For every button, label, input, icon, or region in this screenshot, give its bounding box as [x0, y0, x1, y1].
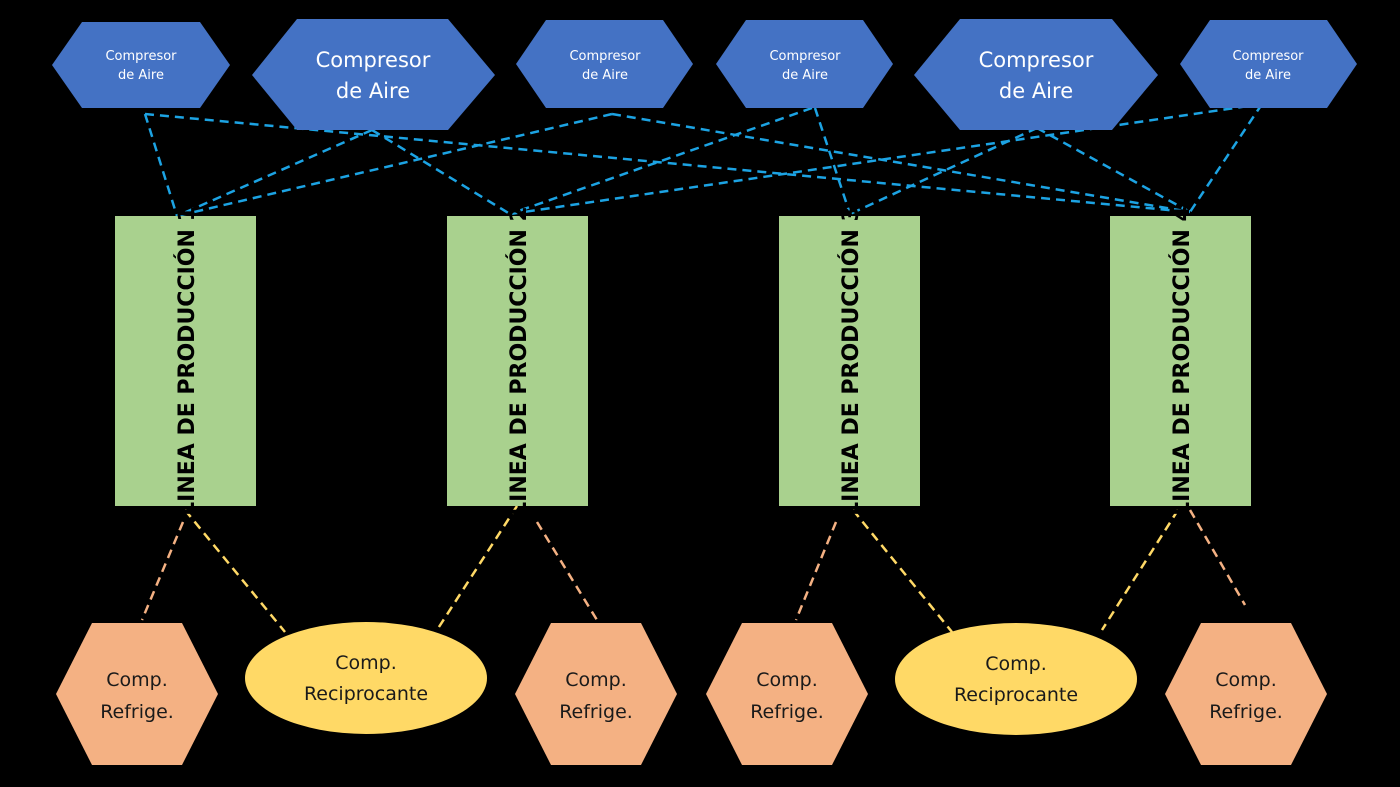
refrig-compressor: Comp. Refrige. — [706, 623, 868, 765]
air-link — [509, 102, 1263, 216]
air-link — [813, 107, 852, 215]
production-line: LINEA DE PRODUCCIÓN 4 — [1110, 206, 1251, 516]
refrig-compressor-label-line1: Comp. — [106, 669, 168, 691]
air-compressor-label-line2: de Aire — [582, 68, 628, 83]
refrig-link — [794, 521, 838, 621]
refrig-compressor-label-line2: Refrige. — [1209, 701, 1283, 723]
air-compressor-label-line2: de Aire — [1245, 68, 1291, 83]
refrig-compressor-label-line1: Comp. — [756, 669, 818, 691]
air-compressor: Compresor de Aire — [52, 22, 230, 108]
air-compressor-label-line1: Compresor — [769, 49, 841, 64]
air-compressor: Compresor de Aire — [1180, 20, 1357, 108]
air-links — [143, 102, 1264, 218]
recip-link — [184, 509, 286, 633]
refrig-compressor: Comp. Refrige. — [515, 623, 677, 765]
air-compressor-label-line1: Compresor — [569, 49, 641, 64]
air-compressor-label-line1: Compresor — [105, 49, 177, 64]
refrig-link — [535, 521, 599, 621]
refrig-link — [1188, 509, 1247, 606]
recip-link — [852, 509, 953, 633]
air-compressor: Compresor de Aire — [716, 20, 893, 108]
air-link — [176, 128, 373, 218]
air-link — [371, 128, 511, 216]
air-link — [143, 113, 179, 217]
air-compressor-label-line1: Compresor — [979, 48, 1094, 72]
recip-compressor: Comp. Reciprocante — [245, 622, 487, 734]
recip-compressor-label-line2: Reciprocante — [954, 684, 1078, 706]
production-line: LINEA DE PRODUCCIÓN 1 — [115, 206, 256, 516]
recip-compressor-label-line1: Comp. — [985, 653, 1047, 675]
air-compressor-label-line2: de Aire — [118, 68, 164, 83]
air-compressor-label-line1: Compresor — [1232, 49, 1304, 64]
recip-links — [184, 505, 1180, 633]
refrig-compressor-label-line2: Refrige. — [100, 701, 174, 723]
refrig-compressor-label-line2: Refrige. — [750, 701, 824, 723]
refrig-link — [140, 521, 185, 621]
production-line: LINEA DE PRODUCCIÓN 2 — [447, 206, 588, 516]
refrig-compressor: Comp. Refrige. — [1165, 623, 1327, 765]
production-line-label: LINEA DE PRODUCCIÓN 2 — [506, 206, 532, 516]
recip-compressor-label-line2: Reciprocante — [304, 683, 428, 705]
recip-link — [1100, 509, 1180, 631]
refrig-compressor: Comp. Refrige. — [56, 623, 218, 765]
production-line: LINEA DE PRODUCCIÓN 3 — [779, 206, 920, 516]
air-compressor: Compresor de Aire — [914, 19, 1158, 130]
air-compressor-label-line1: Compresor — [316, 48, 431, 72]
refrig-compressor-label-line1: Comp. — [1215, 669, 1277, 691]
air-compressor: Compresor de Aire — [516, 20, 693, 108]
production-line-label: LINEA DE PRODUCCIÓN 3 — [838, 206, 864, 516]
air-compressor-label-line2: de Aire — [999, 79, 1073, 103]
air-compressor: Compresor de Aire — [252, 19, 495, 130]
air-link — [509, 106, 813, 216]
production-line-label: LINEA DE PRODUCCIÓN 4 — [1169, 206, 1195, 516]
refrig-links — [140, 509, 1247, 621]
production-line-label: LINEA DE PRODUCCIÓN 1 — [174, 206, 200, 516]
air-compressor-label-line2: de Aire — [336, 79, 410, 103]
air-compressor-label-line2: de Aire — [782, 68, 828, 83]
air-link — [611, 112, 1191, 214]
refrig-compressor-label-line1: Comp. — [565, 669, 627, 691]
air-link — [1188, 103, 1264, 213]
refrig-compressor-label-line2: Refrige. — [559, 701, 633, 723]
recip-compressor-label-line1: Comp. — [335, 652, 397, 674]
air-link — [144, 112, 1191, 214]
recip-link — [435, 505, 519, 631]
recip-compressor: Comp. Reciprocante — [895, 623, 1137, 735]
